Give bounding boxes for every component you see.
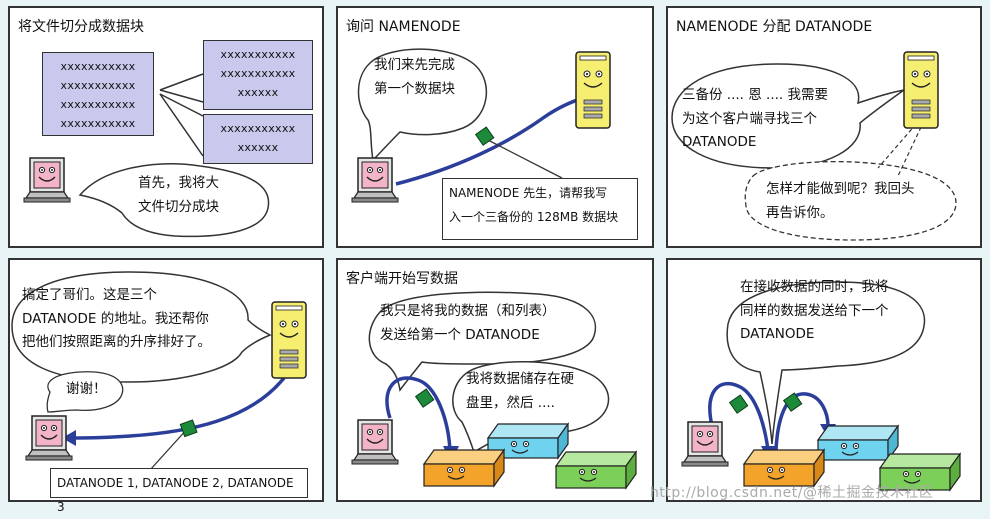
block-line: xxxxxxxxxxx bbox=[220, 122, 296, 135]
bubble-line: DATANODE 的地址。我还帮你 bbox=[22, 310, 209, 327]
bubble-line: 首先，我将大 bbox=[138, 175, 219, 191]
laptop-icon bbox=[25, 415, 73, 461]
datanode-disk-icon-blue bbox=[486, 422, 570, 460]
laptop-icon bbox=[23, 157, 71, 203]
bubble-line: 我们来先完成 bbox=[374, 57, 455, 73]
speech-bubble bbox=[78, 163, 270, 238]
laptop-icon bbox=[351, 157, 399, 203]
bubble-text: 我们来先完成 第一个数据块 bbox=[374, 54, 455, 101]
note-pointer bbox=[483, 137, 563, 179]
panel3-drawing bbox=[671, 51, 957, 241]
block-line: xxxxxxxxxxx bbox=[60, 98, 136, 111]
bubble-line: 三备份 .... 恩 .... 我需要 bbox=[682, 87, 828, 103]
namenode-server-icon bbox=[903, 51, 939, 129]
bubble-line: DATANODE bbox=[682, 134, 757, 151]
thought-pointer bbox=[877, 107, 931, 177]
packet-icon bbox=[474, 126, 495, 146]
block-line: xxxxxxxxxxx bbox=[220, 67, 296, 80]
packet-icon bbox=[782, 392, 803, 412]
panel-return-addresses: 搞定了哥们。这是三个 DATANODE 的地址。我还帮你 把他们按照距离的升序排… bbox=[8, 258, 324, 514]
speech-bubble bbox=[11, 271, 272, 383]
bubble-line: 搞定了哥们。这是三个 bbox=[22, 287, 157, 303]
bubble-datanode-text: 我将数据储存在硬 盘里，然后 .... bbox=[466, 368, 574, 415]
bubble-line: 我将数据储存在硬 bbox=[466, 371, 574, 387]
namenode-server-icon bbox=[271, 301, 307, 379]
datanode-disk-icon-green bbox=[554, 450, 638, 490]
bubble-client-text: 我只是将我的数据（和列表） 发送给第一个 DATANODE bbox=[380, 300, 556, 347]
panel-title: 客户端开始写数据 bbox=[346, 271, 458, 287]
bubble-line: 把他们按照距离的升序排好了。 bbox=[22, 334, 211, 351]
namenode-server-icon bbox=[575, 51, 611, 129]
data-block-original: xxxxxxxxxxx xxxxxxxxxxx xxxxxxxxxxx xxxx… bbox=[42, 52, 154, 136]
block-line: xxxxxxxxxxx bbox=[220, 48, 296, 61]
arrowhead bbox=[62, 430, 76, 446]
block-split-lines bbox=[159, 73, 204, 157]
thought-line: 再告诉你。 bbox=[766, 204, 834, 221]
write-arrow bbox=[385, 376, 452, 451]
speech-bubble bbox=[671, 63, 905, 169]
block-line: xxxxxxxxxxx bbox=[60, 60, 136, 73]
panel-split-file: 将文件切分成数据块 xxxxxxxxxxx xxxxxxxxxxx xxxxxx… bbox=[8, 6, 324, 248]
bubble-line: 发送给第一个 DATANODE bbox=[380, 326, 540, 343]
block-line: xxxxxx bbox=[237, 141, 279, 154]
datanode-disk-icon-blue bbox=[816, 424, 900, 462]
thought-text: 怎样才能做到呢？我回头 再告诉你。 bbox=[766, 178, 915, 225]
speech-bubble bbox=[357, 48, 488, 162]
bubble-line: 同样的数据发送给下一个 bbox=[740, 302, 889, 319]
panel6-drawing bbox=[681, 281, 962, 492]
thanks-bubble bbox=[46, 371, 124, 413]
block-line: xxxxxxxxxxx bbox=[60, 117, 136, 130]
panel5-drawing bbox=[351, 291, 638, 490]
speech-bubble-client bbox=[368, 291, 597, 392]
packet-icon bbox=[179, 419, 198, 438]
block-line: xxxxxx bbox=[237, 86, 279, 99]
panel-ask-namenode: 询问 NAMENODE 我们来先完成 第一个数据块 bbox=[336, 6, 654, 248]
note-line: 入一个三备份的 128MB 数据块 bbox=[449, 210, 619, 224]
datanode-list-note: DATANODE 1, DATANODE 2, DATANODE 3 bbox=[50, 468, 308, 514]
laptop-icon bbox=[681, 421, 729, 467]
panel-title: 将文件切分成数据块 bbox=[18, 19, 144, 35]
bubble-line: 盘里，然后 .... bbox=[466, 394, 555, 411]
request-arrow bbox=[395, 96, 585, 186]
panel-title: NAMENODE 分配 DATANODE bbox=[676, 19, 873, 35]
datanode-disk-icon-orange bbox=[422, 448, 506, 488]
thanks-text: 谢谢！ bbox=[66, 381, 107, 397]
data-block-split-2: xxxxxxxxxxx xxxxxx bbox=[203, 114, 313, 164]
laptop-icon bbox=[351, 419, 399, 465]
bubble-text: 在接收数据的同时，我将 同样的数据发送给下一个 DATANODE bbox=[740, 276, 889, 347]
bubble-line: 为这个客户端寻找三个 bbox=[682, 110, 817, 127]
bubble-line: 我只是将我的数据（和列表） bbox=[380, 303, 556, 319]
data-block-split-1: xxxxxxxxxxx xxxxxxxxxxx xxxxxx bbox=[203, 40, 313, 110]
bubble-line: 第一个数据块 bbox=[374, 80, 455, 97]
request-note: NAMENODE 先生，请帮我写 入一个三备份的 128MB 数据块 bbox=[442, 178, 638, 240]
packet-icon bbox=[728, 394, 749, 414]
bubble-text: 三备份 .... 恩 .... 我需要 为这个客户端寻找三个 DATANODE bbox=[682, 84, 828, 155]
write-arrow-2 bbox=[774, 392, 830, 451]
panel1-drawing bbox=[23, 73, 270, 238]
bubble-text: 首先，我将大 文件切分成块 bbox=[138, 172, 219, 219]
bubble-text: 搞定了哥们。这是三个 DATANODE 的地址。我还帮你 把他们按照距离的升序排… bbox=[22, 284, 211, 355]
bubble-line: 在接收数据的同时，我将 bbox=[740, 279, 889, 295]
note-pointer bbox=[149, 427, 189, 471]
panel-title: 询问 NAMENODE bbox=[346, 19, 461, 35]
thought-line: 怎样才能做到呢？我回头 bbox=[766, 181, 915, 197]
panel-pipeline-forward: 在接收数据的同时，我将 同样的数据发送给下一个 DATANODE bbox=[666, 258, 982, 502]
speech-bubble bbox=[726, 281, 926, 445]
write-arrow-1 bbox=[708, 381, 770, 451]
response-arrow bbox=[71, 376, 286, 440]
bubble-line: DATANODE bbox=[740, 326, 815, 343]
packet-icon bbox=[414, 388, 435, 408]
note-line: NAMENODE 先生，请帮我写 bbox=[449, 186, 608, 200]
watermark: http://blog.csdn.net/@稀土掘金技术社区 bbox=[650, 485, 934, 501]
panel-namenode-allocates: NAMENODE 分配 DATANODE 三备份 .... 恩 .... 我需要… bbox=[666, 6, 982, 248]
panel-client-writes: 客户端开始写数据 bbox=[336, 258, 654, 502]
datanode-disk-icon-orange bbox=[742, 448, 826, 488]
datanode-disk-icon-green bbox=[878, 452, 962, 492]
panel2-drawing bbox=[351, 48, 611, 203]
block-line: xxxxxxxxxxx bbox=[60, 79, 136, 92]
bubble-line: 文件切分成块 bbox=[138, 198, 219, 215]
panel4-drawing bbox=[11, 271, 307, 471]
thought-bubble bbox=[744, 160, 957, 241]
